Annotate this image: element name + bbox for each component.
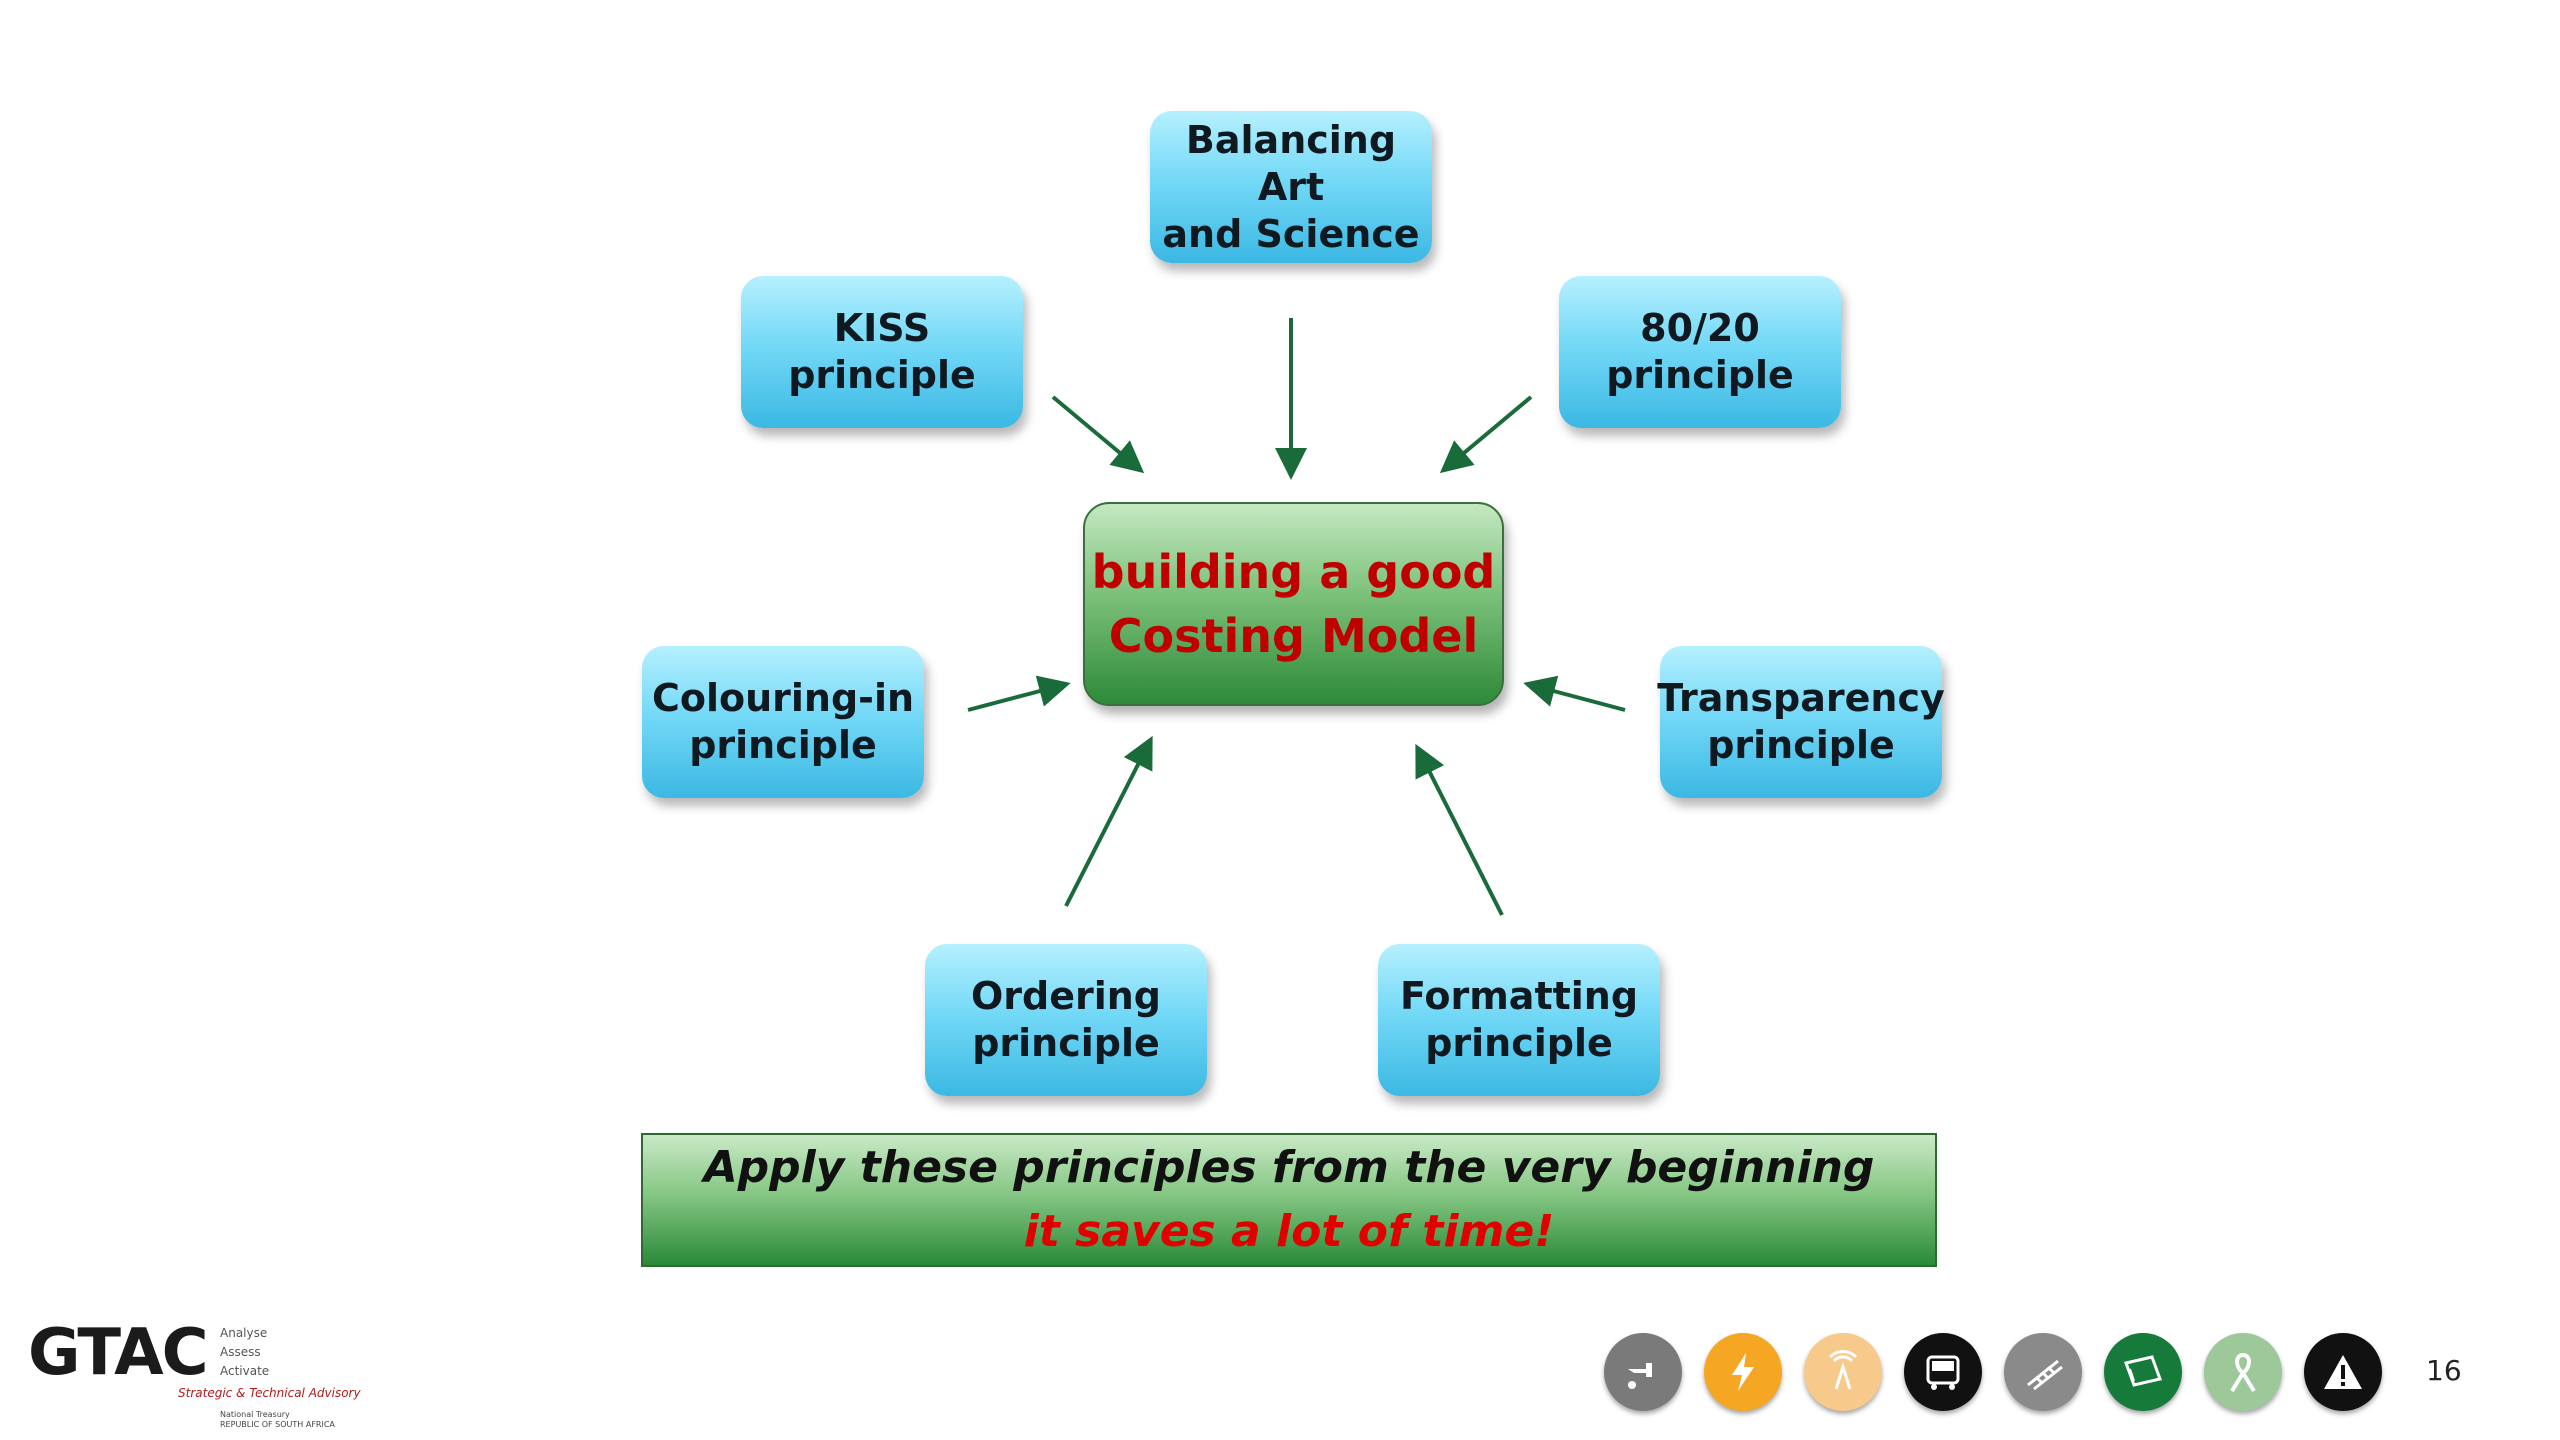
summary-banner: Apply these principles from the very beg… <box>641 1133 1937 1267</box>
node-line: KISS <box>833 306 931 350</box>
logo-tagline: Activate <box>220 1364 270 1378</box>
rail-icon <box>2004 1333 2082 1411</box>
center-line: building a good <box>1091 545 1496 599</box>
node-line: principle <box>1606 353 1794 397</box>
node-line: principle <box>972 1021 1160 1065</box>
banner-line-2: it saves a lot of time! <box>1023 1206 1555 1257</box>
node-line: principle <box>689 723 877 767</box>
node-line: principle <box>1707 723 1895 767</box>
logo-tagline: Assess <box>220 1345 261 1359</box>
arrow-formatting <box>1415 743 1504 916</box>
logo-tagline: Analyse <box>220 1326 268 1340</box>
page-number: 16 <box>2426 1354 2462 1387</box>
node-line: 80/20 <box>1640 306 1760 350</box>
node-formatting: Formatting principle <box>1378 944 1660 1096</box>
node-line: principle <box>788 353 976 397</box>
arrow-transparency <box>1523 675 1626 712</box>
arrow-colouring <box>967 675 1071 712</box>
node-colouring: Colouring-in principle <box>642 646 924 798</box>
logo-subtitle: Strategic & Technical Advisory <box>178 1386 361 1400</box>
bus-icon <box>1904 1333 1982 1411</box>
node-ordering: Ordering principle <box>925 944 1207 1096</box>
arrow-ordering <box>1064 735 1153 907</box>
center-line: Costing Model <box>1108 609 1479 663</box>
node-line: Colouring-in <box>651 676 915 720</box>
node-balancing: Balancing Art and Science <box>1150 111 1432 263</box>
node-line: Transparency <box>1657 676 1945 720</box>
health-ribbon-icon <box>2204 1333 2282 1411</box>
sector-icons <box>1604 1333 2382 1411</box>
education-book-icon <box>2104 1333 2182 1411</box>
logo-taglines: Analyse Assess Activate <box>220 1324 269 1381</box>
banner-line-1: Apply these principles from the very beg… <box>703 1142 1875 1193</box>
logo-wordmark: GTAC <box>28 1316 209 1390</box>
node-line: Balancing Art <box>1185 117 1397 209</box>
water-tap-icon <box>1604 1333 1682 1411</box>
arrow-eighty-twenty <box>1439 395 1533 474</box>
node-eighty-twenty: 80/20 principle <box>1559 276 1841 428</box>
warning-icon <box>2304 1333 2382 1411</box>
center-node: building a good Costing Model <box>1083 502 1504 706</box>
electricity-icon <box>1704 1333 1782 1411</box>
gtac-logo: GTAC Analyse Assess Activate Strategic &… <box>28 1318 368 1440</box>
communications-icon <box>1804 1333 1882 1411</box>
node-line: Formatting <box>1399 974 1639 1018</box>
node-kiss: KISS principle <box>741 276 1023 428</box>
logo-org: National Treasury REPUBLIC OF SOUTH AFRI… <box>220 1410 335 1430</box>
node-line: Ordering <box>970 974 1162 1018</box>
node-line: and Science <box>1162 211 1420 256</box>
arrow-kiss <box>1051 395 1145 474</box>
node-line: principle <box>1425 1021 1613 1065</box>
node-transparency: Transparency principle <box>1657 646 1945 798</box>
logo-org-line: National Treasury <box>220 1410 290 1419</box>
logo-org-line: REPUBLIC OF SOUTH AFRICA <box>220 1420 335 1429</box>
